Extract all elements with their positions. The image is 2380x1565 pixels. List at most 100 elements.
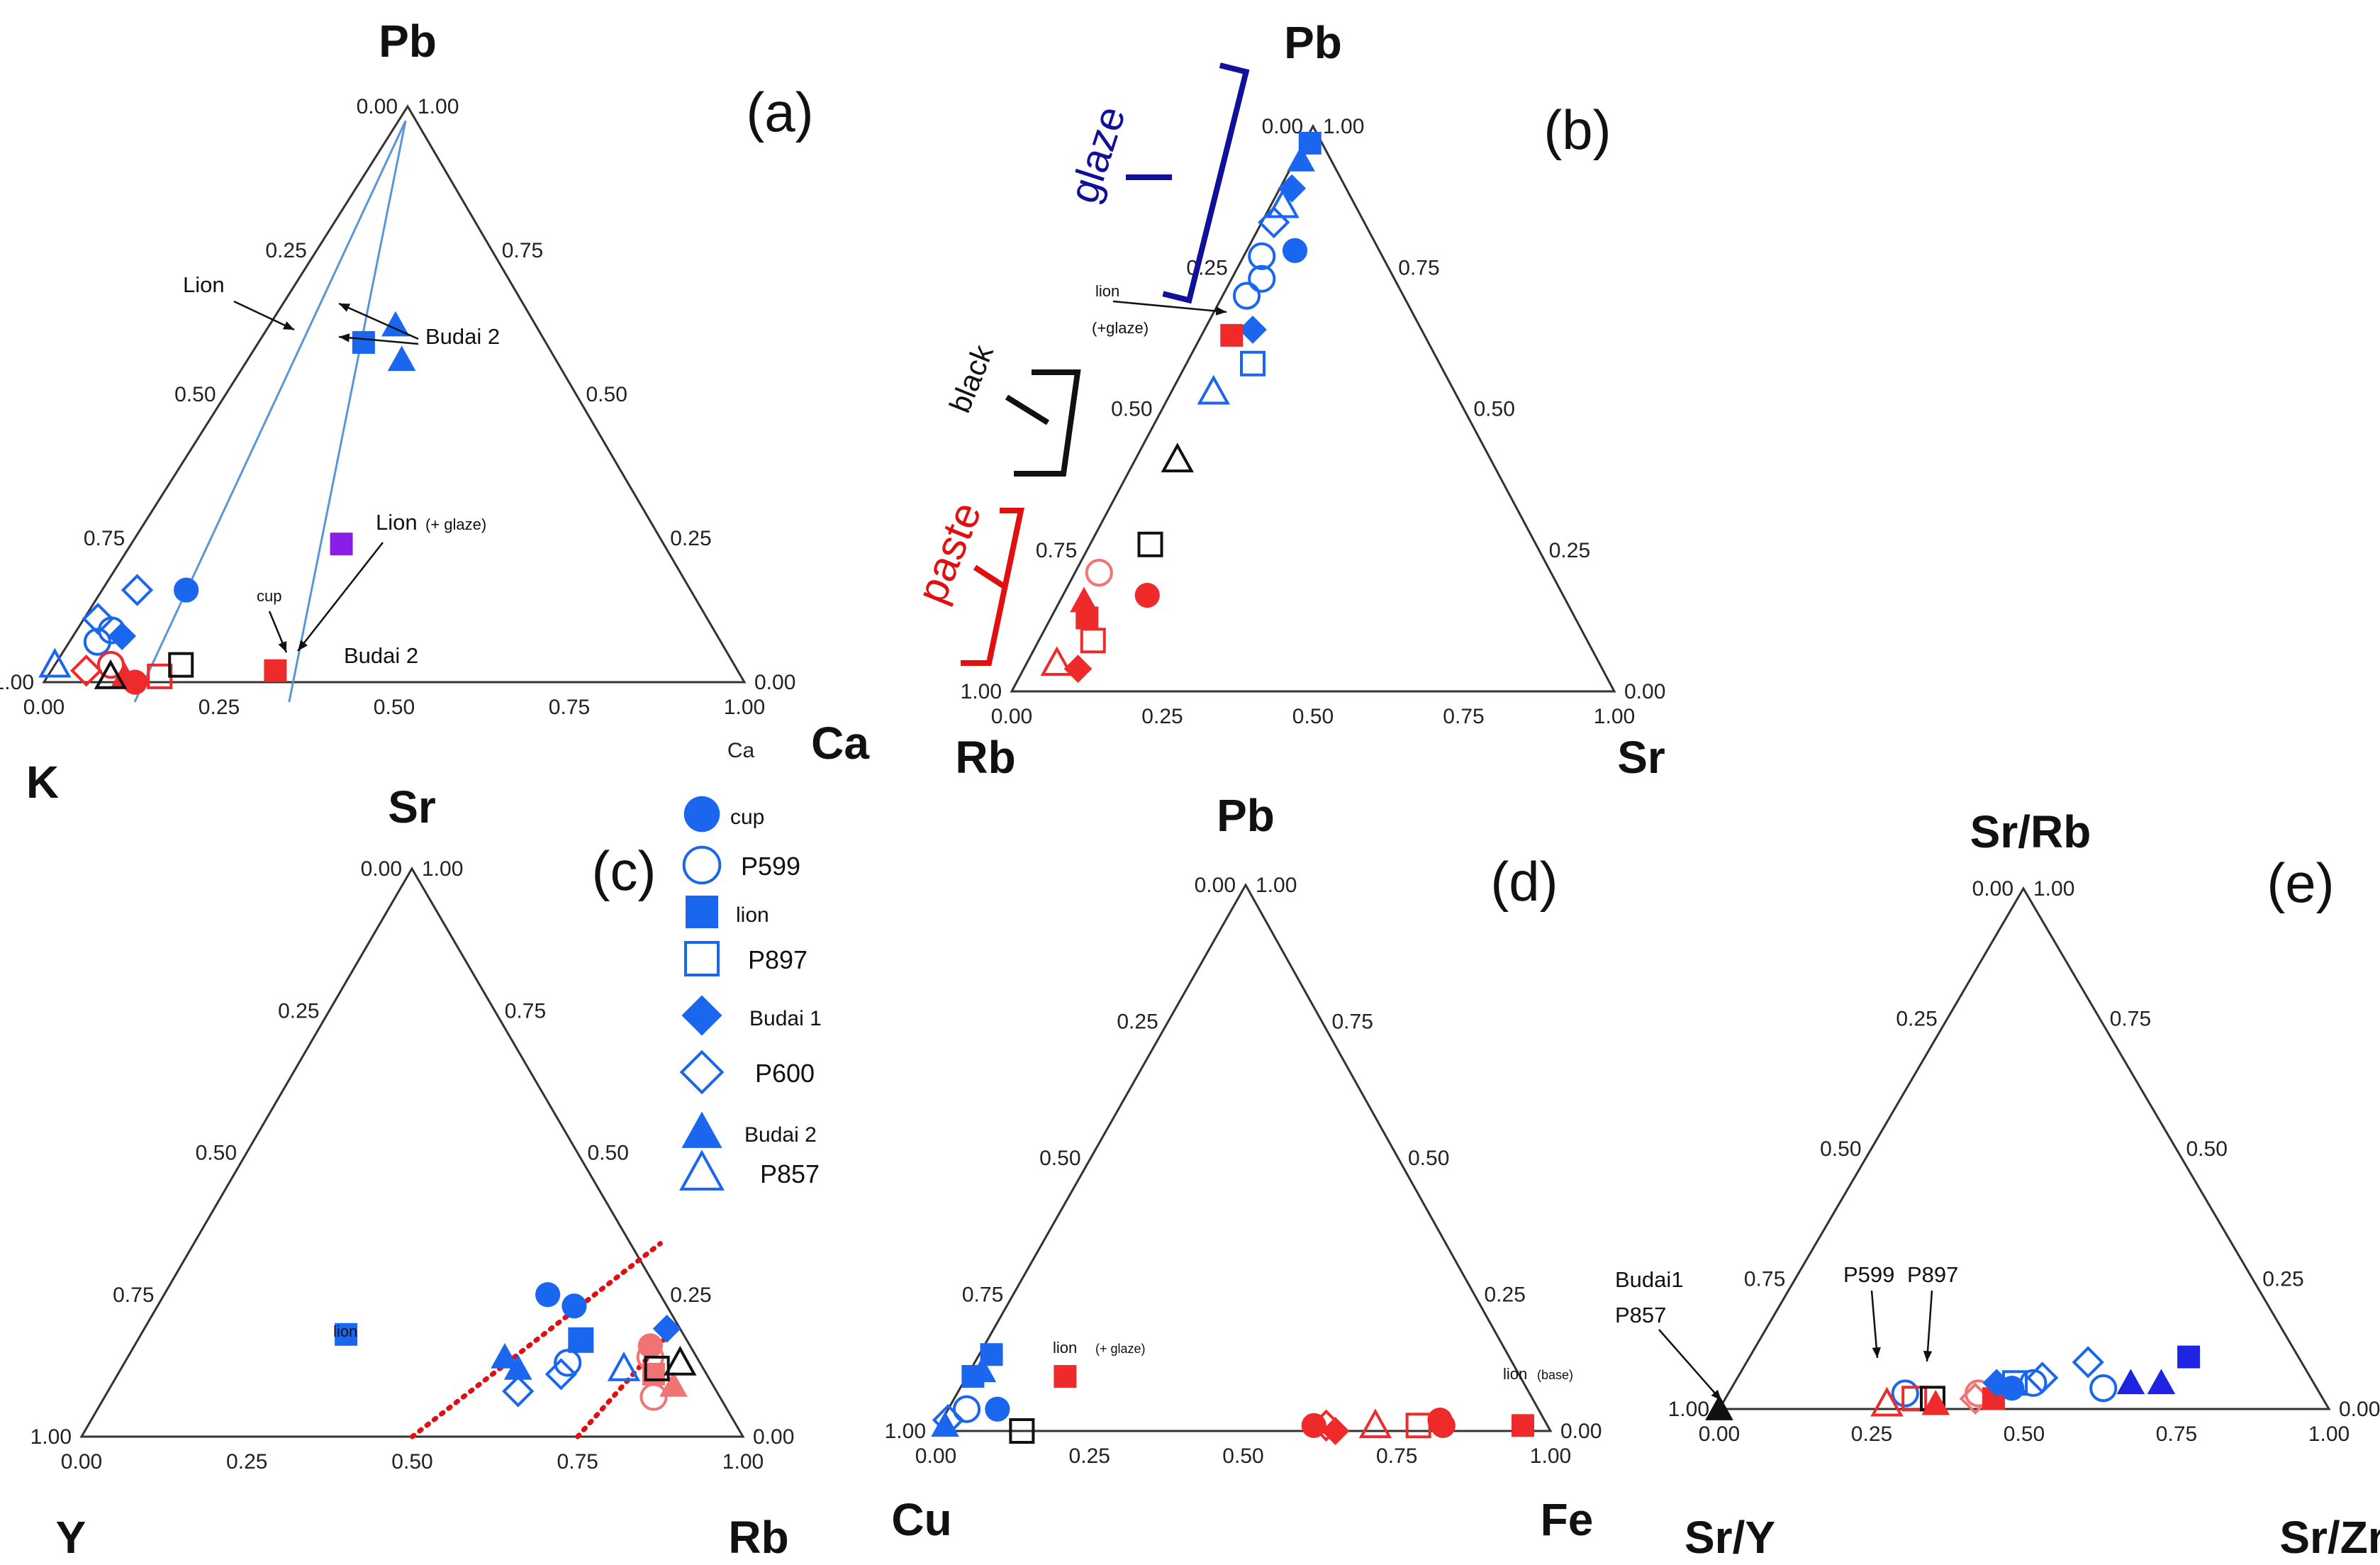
data-point-open-square bbox=[1080, 628, 1106, 654]
annotation-arrowhead bbox=[283, 321, 294, 330]
bottom-tick-label: 0.00 bbox=[991, 705, 1032, 728]
bottom-tick-label: 1.00 bbox=[722, 1450, 764, 1474]
annotation-text: Budai 2 bbox=[344, 643, 418, 668]
data-point-open-circle bbox=[2089, 1374, 2118, 1403]
right-tick-label: 0.75 bbox=[1398, 256, 1439, 279]
data-point-filled-square bbox=[1220, 323, 1244, 347]
bottom-tick-label: 0.00 bbox=[61, 1450, 102, 1474]
data-point-open-circle bbox=[1085, 559, 1113, 587]
data-point-open-triangle bbox=[664, 1345, 697, 1376]
data-point-open-square bbox=[1901, 1386, 1928, 1412]
data-point-open-circle bbox=[952, 1395, 981, 1423]
right-tick-label: 0.50 bbox=[586, 383, 627, 406]
panel-label: (e) bbox=[2267, 852, 2334, 914]
bottom-tick-label: 0.75 bbox=[1376, 1444, 1417, 1468]
panel-label: (d) bbox=[1490, 850, 1558, 913]
annotation-arrow-line bbox=[1870, 1290, 1879, 1359]
right-tick-label: 0.00 bbox=[753, 1425, 794, 1449]
data-point-filled-square bbox=[686, 896, 718, 928]
data-point-open-triangle bbox=[1358, 1408, 1392, 1439]
legend-item: cup bbox=[683, 796, 764, 832]
group-label-paste: paste bbox=[907, 496, 990, 610]
legend-label: Budai 1 bbox=[749, 1007, 822, 1030]
data-point-open-square bbox=[1240, 350, 1266, 377]
left-tick-label: 0.00 bbox=[1972, 877, 2013, 901]
corner-label-left: K bbox=[26, 757, 59, 808]
data-point-filled-diamond bbox=[1239, 316, 1267, 344]
data-point-filled-square bbox=[335, 1322, 358, 1346]
bottom-tick-label: 0.25 bbox=[1069, 1444, 1110, 1468]
bottom-tick-label: 0.75 bbox=[1443, 705, 1484, 728]
data-point-filled-triangle bbox=[387, 345, 416, 372]
annotation-arrowhead bbox=[1923, 1350, 1933, 1361]
bottom-tick-label: 0.25 bbox=[199, 696, 240, 719]
data-point-open-diamond bbox=[544, 1358, 578, 1391]
group-label-glaze: glaze bbox=[1061, 101, 1135, 208]
corner-label-right: Fe bbox=[1541, 1494, 1594, 1545]
left-tick-label: 0.25 bbox=[278, 999, 319, 1023]
black-bracket bbox=[1014, 369, 1081, 477]
bottom-tick-label: 0.25 bbox=[1141, 705, 1183, 728]
bottom-tick-label: 0.50 bbox=[374, 696, 415, 719]
data-point-open-diamond bbox=[69, 655, 103, 687]
corner-label-top: Pb bbox=[1284, 17, 1342, 68]
annotation-text: P897 bbox=[1907, 1262, 1958, 1287]
triangle-axes bbox=[934, 882, 1553, 1432]
annotation-arrow-line bbox=[233, 300, 295, 331]
left-tick-label: 0.00 bbox=[1262, 115, 1303, 138]
left-tick-label: 1.00 bbox=[885, 1420, 926, 1443]
right-tick-label: 1.00 bbox=[2033, 877, 2074, 901]
data-point-filled-triangle bbox=[2147, 1369, 2176, 1395]
left-tick-label: 0.50 bbox=[1111, 398, 1152, 421]
bottom-tick-label: 0.00 bbox=[915, 1444, 956, 1468]
left-tick-label: 0.75 bbox=[1036, 539, 1077, 562]
data-point-open-circle bbox=[1248, 242, 1276, 270]
annotation-arrowhead bbox=[298, 640, 308, 651]
data-points bbox=[931, 1343, 1535, 1445]
data-point-open-triangle bbox=[94, 659, 128, 689]
annotation-text: P599 bbox=[1843, 1262, 1894, 1287]
legend-item: Budai 2 bbox=[681, 1111, 817, 1148]
data-point-open-triangle bbox=[607, 1351, 641, 1381]
bottom-tick-label: 0.25 bbox=[1851, 1422, 1892, 1446]
data-point-open-circle bbox=[682, 845, 722, 885]
corner-label-left: Cu bbox=[891, 1494, 951, 1545]
data-point-open-circle bbox=[1248, 264, 1276, 293]
annotation-text: lion bbox=[1053, 1339, 1077, 1357]
annotation-arrowhead bbox=[278, 641, 287, 652]
data-point-filled-square bbox=[961, 1365, 985, 1388]
data-point-open-square bbox=[168, 652, 194, 678]
data-point-filled-triangle bbox=[381, 311, 410, 337]
data-point-filled-square bbox=[2177, 1345, 2201, 1369]
annotation-arrowhead bbox=[1711, 1389, 1721, 1400]
data-point-open-diamond bbox=[121, 574, 154, 606]
data-point-open-square bbox=[684, 941, 720, 976]
data-point-open-circle bbox=[1232, 282, 1261, 310]
left-tick-label: 0.50 bbox=[1820, 1137, 1861, 1161]
boundary-dotted-line bbox=[410, 1241, 663, 1439]
data-point-filled-square bbox=[569, 1328, 593, 1352]
annotation-arrow-line bbox=[1112, 300, 1227, 313]
right-tick-label: 0.00 bbox=[2339, 1398, 2380, 1421]
data-point-open-diamond bbox=[679, 1049, 725, 1095]
annotation-text: cup bbox=[257, 587, 281, 605]
bottom-tick-label: 0.75 bbox=[549, 696, 590, 719]
data-point-filled-diamond bbox=[1321, 1417, 1350, 1445]
data-point-filled-triangle bbox=[931, 1411, 959, 1437]
bottom-tick-label: 1.00 bbox=[1530, 1444, 1571, 1468]
data-point-filled-diamond bbox=[1063, 655, 1093, 683]
right-tick-label: 0.50 bbox=[588, 1142, 629, 1165]
annotation-arrowhead bbox=[339, 333, 350, 342]
bottom-tick-label: 0.50 bbox=[1292, 705, 1334, 728]
panel-label: (a) bbox=[746, 81, 813, 143]
axis-unit-label: Ca bbox=[727, 739, 755, 762]
left-tick-label: 1.00 bbox=[30, 1425, 72, 1449]
annotation-text: (+glaze) bbox=[1092, 319, 1149, 337]
legend-item: Budai 1 bbox=[681, 995, 822, 1036]
corner-label-top: Pb bbox=[379, 16, 437, 67]
